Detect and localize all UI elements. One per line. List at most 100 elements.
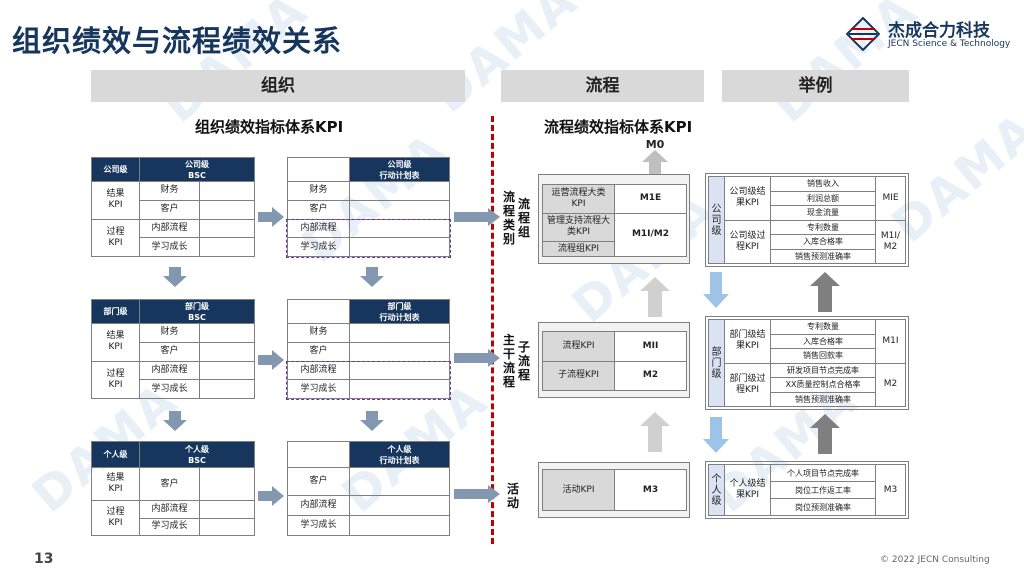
plan-header: 部门级 行动计划表: [349, 299, 450, 324]
arrow-up-icon: [642, 150, 668, 174]
kpi-code: M1I/M2: [614, 212, 687, 258]
example-dept-box: [705, 316, 909, 410]
kpi-item: 入库合格率: [770, 333, 876, 349]
result-kpi-label: 公司级结 果KPI: [724, 176, 771, 221]
arrow-right-icon: [454, 208, 500, 226]
row: 财务: [139, 181, 200, 201]
row: 财务: [287, 181, 350, 201]
divider-line: [491, 116, 494, 544]
kpi-code: M2: [614, 360, 687, 391]
kpi-item: XX质量控制点合格率: [770, 377, 876, 393]
row: 客户: [287, 199, 350, 220]
kpi-item: 专利数量: [770, 319, 876, 335]
row: 学习成长: [139, 517, 200, 537]
level-label-main-a: 子流程: [517, 340, 530, 382]
row: 内部流程: [139, 218, 200, 239]
arrow-down-icon: [360, 411, 384, 431]
process-kpi-label: 运营流程大类 KPI: [542, 184, 615, 214]
result-kpi: 结果 KPI: [91, 466, 140, 502]
row: 学习成长: [139, 237, 200, 257]
plan-header: 公司级 行动计划表: [349, 157, 450, 182]
corner: 公司级: [91, 157, 140, 182]
row: 内部流程: [139, 360, 200, 381]
kpi-code: M1I: [875, 319, 906, 364]
kpi-item: 研发项目节点完成率: [770, 362, 876, 378]
arrow-down-icon: [360, 267, 384, 287]
kpi-item: 销售回款率: [770, 348, 876, 364]
person-plan-table: 个人级 行动计划表 客户 内部流程 学习成长: [287, 441, 450, 536]
kpi-item: 个人项目节点完成率: [770, 464, 876, 482]
process-kpi-label: 流程组KPI: [542, 241, 615, 257]
level-label-group-a: 流程组: [517, 197, 530, 239]
page-number: 13: [34, 551, 54, 567]
row: 客户: [139, 466, 200, 502]
kpi-item: 岗位预测准确率: [770, 498, 876, 516]
process-kpi-label: 管理支持流程大 类KPI: [542, 212, 615, 243]
row: 客户: [139, 199, 200, 220]
logo-text-en: JECN Science & Technology: [888, 39, 1011, 49]
row: 学习成长: [139, 379, 200, 399]
plan-header: 个人级 行动计划表: [349, 441, 450, 468]
arrow-right-icon: [258, 350, 284, 370]
arrow-down-icon: [703, 417, 729, 453]
level-label-activity: 活动: [506, 482, 519, 510]
header-org: 组织: [91, 70, 465, 102]
arrow-down-icon: [703, 272, 729, 308]
watermark: DAMA: [421, 0, 589, 125]
corner: 个人级: [91, 441, 140, 468]
arrow-up-icon: [640, 277, 670, 317]
logo-text-cn: 杰成合力科技: [888, 21, 990, 41]
kpi-code: M1I/ M2: [875, 219, 906, 264]
level-label: 公司级: [708, 176, 725, 264]
process-kpi: 过程 KPI: [91, 500, 140, 536]
arrow-right-icon: [258, 486, 284, 506]
company-plan-table: 公司级 行动计划表 财务 客户 内部流程 学习成长: [287, 157, 450, 257]
process-kpi: 过程 KPI: [91, 218, 140, 257]
result-kpi: 结果 KPI: [91, 323, 140, 362]
row: 学习成长: [287, 515, 350, 536]
result-kpi-label: 个人级结 果KPI: [724, 464, 771, 516]
kpi-code: M3: [875, 464, 906, 516]
highlight-box: [286, 361, 451, 400]
arrow-right-icon: [454, 349, 500, 367]
copyright: © 2022 JECN Consulting: [880, 555, 990, 565]
arrow-right-icon: [454, 485, 500, 503]
logo-icon: [846, 17, 880, 51]
arrow-up-icon: [640, 412, 670, 452]
row: 内部流程: [287, 495, 350, 516]
level-label: 部门级: [708, 319, 725, 407]
level-label-main-b: 主干流程: [502, 333, 515, 389]
row: 财务: [139, 323, 200, 343]
kpi-code: M2: [875, 362, 906, 407]
process-kpi-label: 公司级过 程KPI: [724, 219, 771, 264]
process-kpi-label: 流程KPI: [542, 331, 615, 362]
kpi-code: MIE: [875, 176, 906, 221]
row: 客户: [287, 341, 350, 362]
highlight-box: [286, 219, 451, 258]
company-logo: 杰成合力科技 JECN Science & Technology: [846, 14, 1016, 54]
result-kpi-label: 部门级结 果KPI: [724, 319, 771, 364]
process-kpi-label: 子流程KPI: [542, 360, 615, 391]
kpi-item: 利润总额: [770, 190, 876, 206]
kpi-code: MII: [614, 331, 687, 362]
process-kpi-label: 部门级过 程KPI: [724, 362, 771, 407]
kpi-item: 专利数量: [770, 219, 876, 235]
bsc-header: 个人级 BSC: [139, 441, 255, 468]
arrow-right-icon: [258, 207, 284, 227]
process-kpi-label: 活动KPI: [542, 469, 615, 511]
kpi-item: 销售预测准确率: [770, 248, 876, 264]
kpi-item: 岗位工作返工率: [770, 481, 876, 499]
example-company-box: [705, 173, 909, 267]
subtitle-process: 流程绩效指标体系KPI: [544, 118, 693, 136]
result-kpi: 结果 KPI: [91, 181, 140, 220]
kpi-code: M1E: [614, 184, 687, 214]
bsc-header: 公司级 BSC: [139, 157, 255, 182]
corner: 部门级: [91, 299, 140, 324]
subtitle-org: 组织绩效指标体系KPI: [195, 118, 344, 136]
kpi-code: M3: [614, 469, 687, 511]
